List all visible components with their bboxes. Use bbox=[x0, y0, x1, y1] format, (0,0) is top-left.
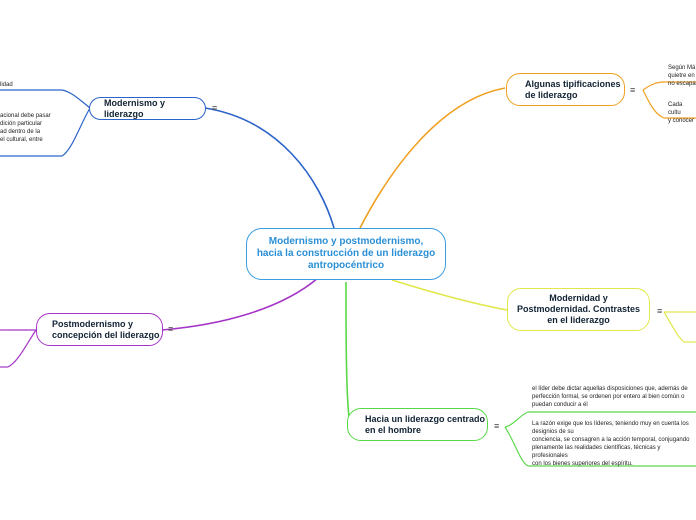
sub-branch-modernismo-2 bbox=[61, 107, 91, 157]
menu-icon[interactable]: ≡ bbox=[494, 421, 500, 431]
sub-branch-hacia-1 bbox=[504, 411, 529, 428]
topic-modernidad[interactable]: Modernidad y Postmodernidad. Contrastes … bbox=[507, 288, 650, 331]
sub-branch-hacia-2 bbox=[504, 426, 529, 467]
central-topic-text: Modernismo y postmodernismo, hacia la co… bbox=[257, 236, 435, 272]
branch-hacia bbox=[345, 281, 351, 426]
topic-postmodernismo-line: concepción del liderazgo bbox=[52, 329, 160, 340]
note-modernismo-1[interactable]: lidad bbox=[0, 82, 13, 88]
topic-modernidad-line: Modernidad y bbox=[549, 293, 608, 303]
note-tipificaciones-1[interactable]: Según Má quietre en no escapa bbox=[668, 65, 696, 87]
topic-tipificaciones-line: Algunas tipificaciones bbox=[525, 78, 621, 89]
topic-hacia-line: Hacia un liderazgo centrado bbox=[365, 413, 486, 424]
central-topic-line: antropocéntrico bbox=[307, 260, 385, 271]
sub-branch-tipificaciones-2 bbox=[642, 89, 665, 119]
topic-modernidad-line: Postmodernidad. Contrastes bbox=[516, 304, 641, 314]
topic-tipificaciones[interactable]: Algunas tipificaciones de liderazgo bbox=[506, 73, 625, 106]
menu-icon[interactable]: ≡ bbox=[168, 324, 174, 334]
branch-tipificaciones bbox=[359, 87, 506, 229]
topic-hacia-line: en el hombre bbox=[365, 424, 422, 435]
topic-hacia[interactable]: Hacia un liderazgo centrado en el hombre bbox=[347, 408, 488, 441]
sub-branch-tipificaciones-1 bbox=[642, 81, 665, 91]
topic-tipificaciones-line: de liderazgo bbox=[525, 89, 578, 100]
sub-branch-modernidad-2 bbox=[663, 311, 685, 343]
menu-icon[interactable]: ≡ bbox=[657, 306, 663, 316]
sub-branch-modernismo-1 bbox=[61, 89, 91, 109]
note-hacia-1[interactable]: el líder debe dictar aquellas disposicio… bbox=[532, 386, 688, 408]
menu-icon[interactable]: ≡ bbox=[630, 85, 636, 95]
central-topic-line: Modernismo y postmodernismo, bbox=[268, 236, 424, 247]
branch-modernismo bbox=[204, 107, 335, 229]
topic-modernidad-line: en el liderazgo bbox=[547, 315, 610, 325]
sub-branch-postmodernismo-2 bbox=[7, 329, 37, 368]
menu-icon[interactable]: ≡ bbox=[212, 103, 218, 113]
central-topic[interactable]: Modernismo y postmodernismo, hacia la co… bbox=[246, 228, 446, 280]
branch-postmodernismo bbox=[161, 277, 319, 331]
topic-modernismo[interactable]: Modernismo y liderazgo bbox=[89, 97, 206, 120]
topic-postmodernismo[interactable]: Postmodernismo y concepción del liderazg… bbox=[36, 313, 163, 346]
topic-postmodernismo-line: Postmodernismo y bbox=[52, 318, 134, 329]
note-modernismo-2[interactable]: acional debe pasar dición particular ad … bbox=[0, 113, 51, 143]
branch-modernidad bbox=[391, 279, 508, 311]
central-topic-line: hacia la construcción de un liderazgo bbox=[256, 248, 436, 259]
topic-modernismo-label: Modernismo y liderazgo bbox=[104, 97, 166, 119]
note-tipificaciones-2[interactable]: Cada cultu y conocer bbox=[668, 102, 695, 124]
note-hacia-2[interactable]: La razón exige que los líderes, teniendo… bbox=[532, 421, 690, 467]
